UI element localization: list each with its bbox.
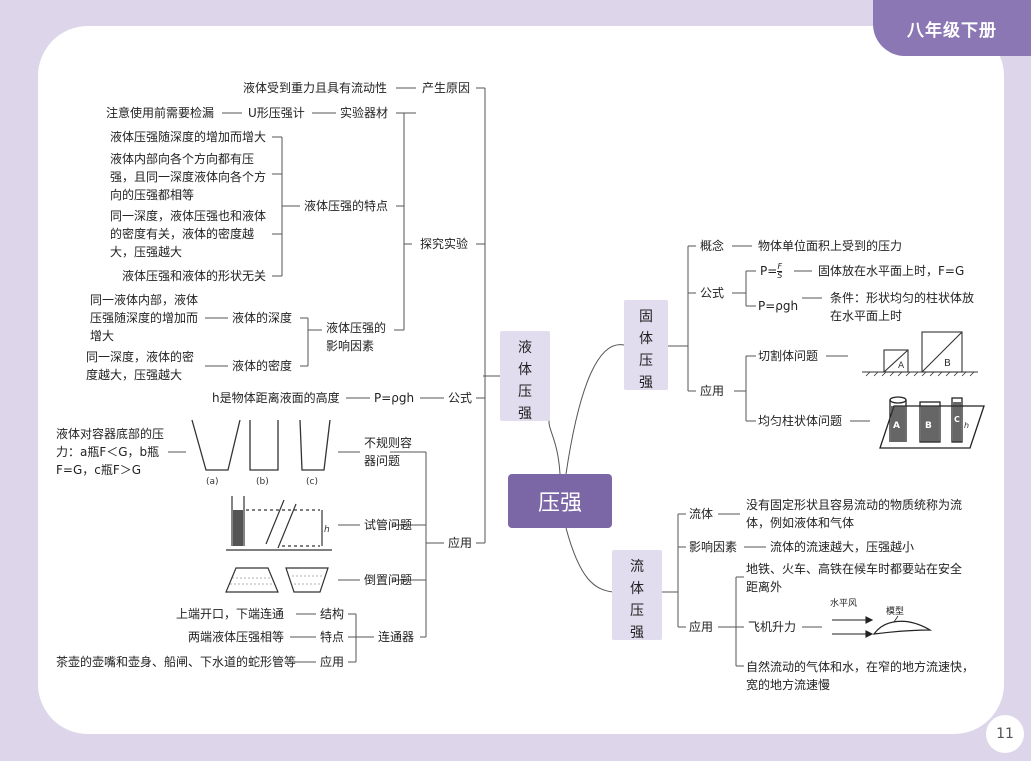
invert-figure <box>225 567 329 593</box>
fluid-char: 流 <box>630 559 644 575</box>
fraction-denominator: S <box>777 271 783 280</box>
fig-c-label: (c) <box>306 477 318 487</box>
link-root-fluid <box>565 527 614 593</box>
factor-depth-label: 液体的深度 <box>232 311 293 325</box>
cut-fig-a: A <box>898 361 905 371</box>
liquid-char: 体 <box>518 362 532 378</box>
feature-item: 液体压强随深度的增加而增大 <box>110 130 267 144</box>
formula-note: h是物体距离液面的高度 <box>212 391 340 405</box>
tube-h-label: h <box>324 525 330 535</box>
feature-item: 液体压强和液体的形状无关 <box>122 269 267 283</box>
connector-structure-label: 结构 <box>320 607 345 621</box>
connector-usage-detail: 茶壶的壶嘴和壶身、船闸、下水道的蛇形管等 <box>56 655 297 669</box>
solid-formula-1-lhs: P= <box>760 264 778 278</box>
feature-item: 同一深度，液体压强也和液体的密度有关，液体的密度越大，压强越大 <box>110 209 267 259</box>
solid-char: 强 <box>639 375 653 391</box>
fluid-factor-detail: 流体的流速越大，压强越小 <box>770 540 915 554</box>
container-figure: (a) (b) (c) <box>191 419 331 487</box>
fluid-factor-label: 影响因素 <box>689 540 738 554</box>
solid-char: 压 <box>639 353 653 369</box>
fluid-def-label: 流体 <box>689 507 714 521</box>
column-label: 均匀柱状体问题 <box>758 414 843 428</box>
fluid-char: 压 <box>630 603 644 619</box>
column-fig-h: h <box>964 421 969 430</box>
grade-tab: 八年级下册 <box>873 0 1031 56</box>
solid-char: 固 <box>639 309 653 325</box>
formula-expr: P=ρgh <box>374 391 415 405</box>
column-fig-b: B <box>925 421 932 431</box>
instrument-note: 注意使用前需要检漏 <box>106 106 215 120</box>
fig-a-label: (a) <box>206 477 219 487</box>
factors-label: 液体压强的影响因素 <box>326 321 387 353</box>
fraction-numerator: F <box>777 262 783 272</box>
solid-formula-2-note: 条件：形状均匀的柱状体放在水平面上时 <box>830 291 975 323</box>
cause-detail: 液体受到重力且具有流动性 <box>243 81 388 95</box>
solid-formula-label: 公式 <box>700 286 725 300</box>
solid-apply-label: 应用 <box>700 384 725 398</box>
fluid-apply-item3: 自然流动的气体和水，在窄的地方流速快，宽的地方流速慢 <box>746 660 975 692</box>
concept-detail: 物体单位面积上受到的压力 <box>758 239 903 253</box>
solid-char: 体 <box>639 331 653 347</box>
liquid-char: 压 <box>518 384 532 400</box>
connector-feature-label: 特点 <box>320 630 345 644</box>
container-a-shape <box>191 419 241 471</box>
liquid-char: 强 <box>518 406 532 422</box>
model-label: 模型 <box>886 606 904 617</box>
irregular-label: 不规则容器问题 <box>364 436 413 468</box>
plane-lift-label: 飞机升力 <box>748 620 797 634</box>
formula-label: 公式 <box>448 391 473 405</box>
tube-label: 试管问题 <box>364 518 413 532</box>
solid-pressure-node[interactable]: 固 体 压 强 <box>624 300 668 391</box>
cut-label: 切割体问题 <box>758 349 819 363</box>
stem-liquid <box>476 87 500 544</box>
feature-item: 液体内部向各个方向都有压强，且同一深度液体向各个方向的压强都相等 <box>110 152 267 202</box>
cut-fig-b: B <box>944 358 951 369</box>
factor-depth-detail: 同一液体内部，液体压强随深度的增加而增大 <box>90 293 199 343</box>
irregular-detail: 液体对容器底部的压力：a瓶F＜G，b瓶F=G，c瓶F＞G <box>56 427 165 477</box>
upright-tube <box>231 496 245 546</box>
tilted-tube <box>265 499 297 549</box>
liquid-char: 液 <box>518 340 532 356</box>
link-root-solid <box>565 344 625 475</box>
cause-label: 产生原因 <box>422 81 471 95</box>
link-root-liquid <box>548 419 561 475</box>
connector-label: 连通器 <box>378 630 415 644</box>
fluid-apply-item1: 地铁、火车、高铁在候车时都要站在安全距离外 <box>746 562 963 594</box>
fluid-apply-label: 应用 <box>689 620 714 634</box>
column-figure: A B C h <box>879 396 985 449</box>
test-tube-figure: h <box>226 496 332 551</box>
fluid-char: 强 <box>630 625 644 641</box>
factor-density-label: 液体的密度 <box>232 359 293 373</box>
connector-feature-detail: 两端液体压强相等 <box>188 630 285 644</box>
column-fig-a: A <box>893 421 900 431</box>
container-c-shape <box>299 419 331 471</box>
fluid-def-detail: 没有固定形状且容易流动的物质统称为流体，例如液体和气体 <box>746 498 963 530</box>
instrument-label: 实验器材 <box>340 106 389 120</box>
wind-label: 水平风 <box>830 597 857 609</box>
explore-label: 探究实验 <box>420 237 469 251</box>
liquid-pressure-node[interactable]: 液 体 压 强 <box>500 331 550 422</box>
page-number: 11 <box>986 715 1024 753</box>
connector-usage-label: 应用 <box>320 655 345 669</box>
factor-density-detail: 同一深度，液体的密度越大，压强越大 <box>86 350 195 382</box>
fig-b-label: (b) <box>256 477 269 487</box>
container-b-shape <box>249 420 279 471</box>
features-label: 液体压强的特点 <box>304 199 389 213</box>
apply-label: 应用 <box>448 536 473 550</box>
column-fig-c: C <box>954 415 960 424</box>
fluid-char: 体 <box>630 581 644 597</box>
cut-figure: A B <box>862 331 978 377</box>
instrument-name: U形压强计 <box>248 106 305 120</box>
solid-formula-1-note: 固体放在水平面上时，F=G <box>818 264 965 278</box>
wing-figure: 水平风 模型 <box>830 597 933 638</box>
solid-formula-2: P=ρgh <box>758 299 799 313</box>
concept-label: 概念 <box>700 239 725 253</box>
fluid-pressure-node[interactable]: 流 体 压 强 <box>612 550 662 641</box>
root-node[interactable]: 压强 <box>508 474 612 528</box>
connector-structure-detail: 上端开口，下端连通 <box>176 607 285 621</box>
invert-label: 倒置问题 <box>364 573 413 587</box>
